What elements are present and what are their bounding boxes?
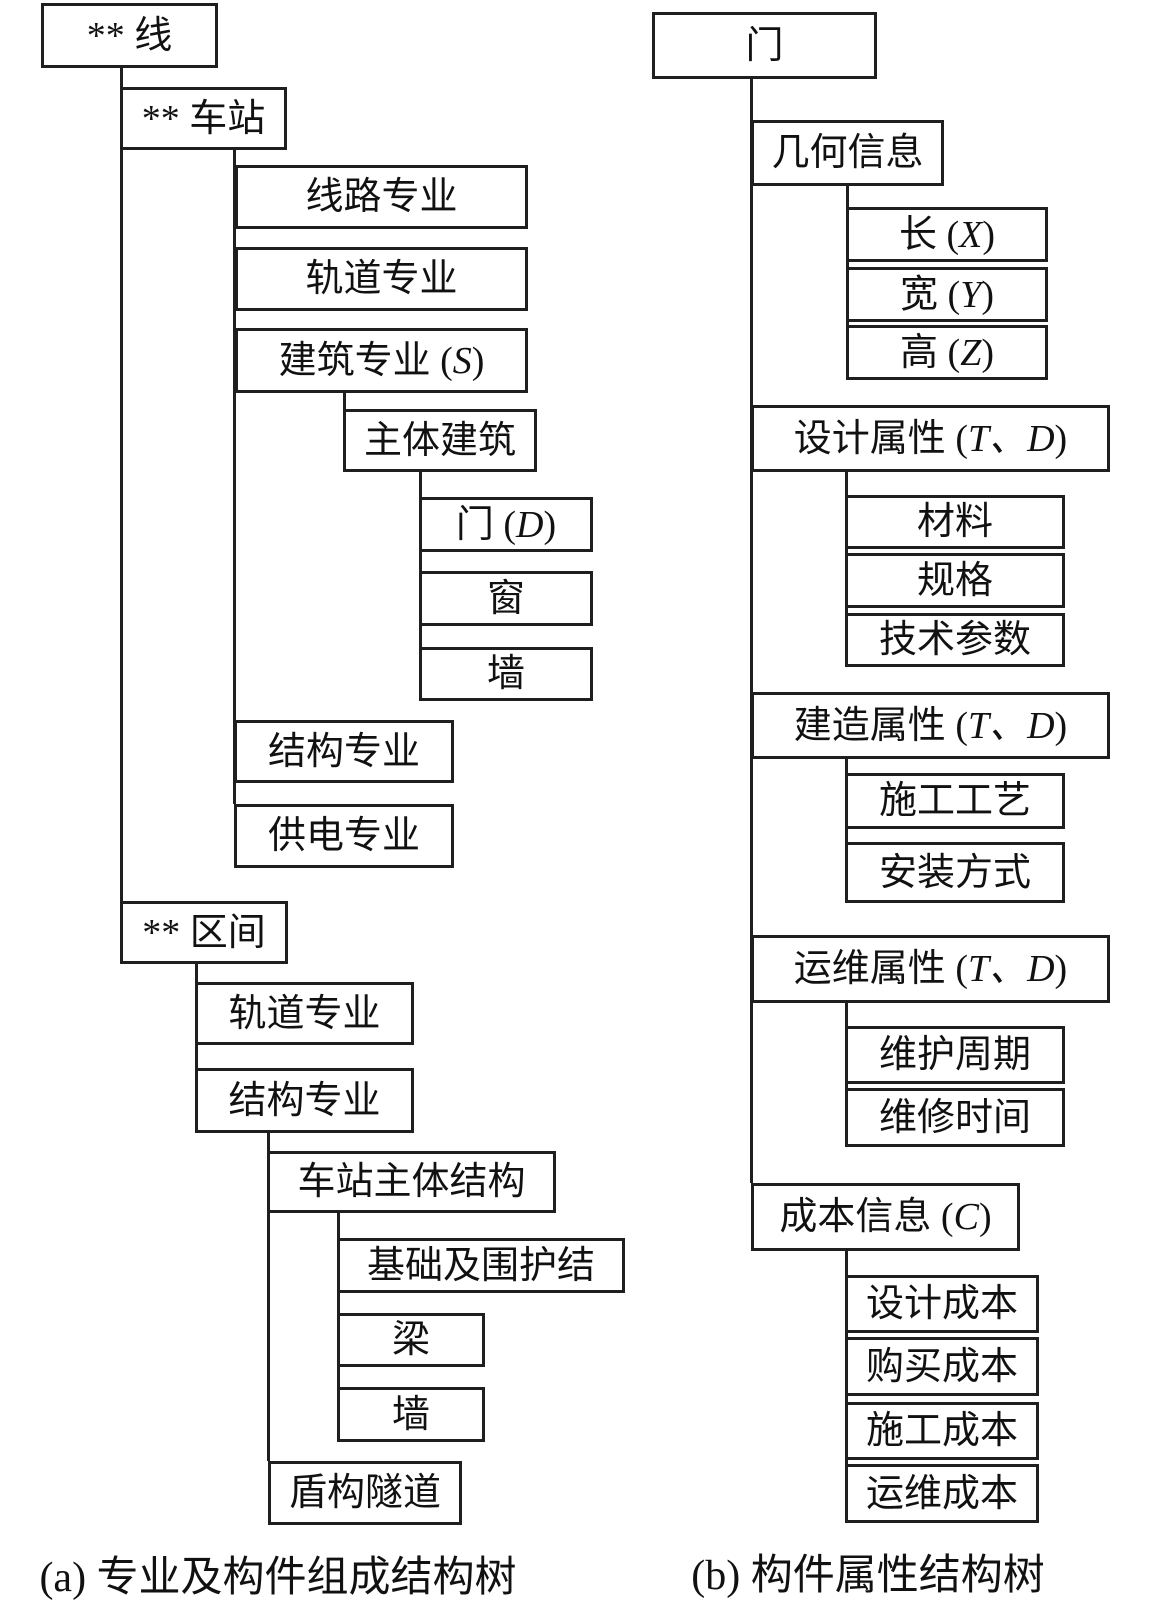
node-a-station: ** 车站 <box>120 87 287 150</box>
node-label: 维护周期 <box>878 1034 1031 1076</box>
node-b-om-cost: 运维成本 <box>845 1464 1039 1523</box>
node-a-beam: 梁 <box>337 1313 485 1367</box>
node-label: 建筑专业 <box>278 339 431 382</box>
tree-connector-line <box>233 150 236 804</box>
node-a-arch-spec: 建筑专业 (S) <box>235 328 528 393</box>
node-label: 运维属性 <box>793 948 946 990</box>
node-a-line-spec: 线路专业 <box>235 165 528 229</box>
node-label: 门 <box>455 503 494 546</box>
node-label: 施工工艺 <box>878 780 1031 822</box>
node-label: 轨道专业 <box>228 992 381 1035</box>
node-b-design-cost: 设计成本 <box>845 1275 1039 1333</box>
tree-connector-line <box>267 1133 270 1461</box>
node-label: 主体建筑 <box>363 419 516 462</box>
node-label: ** 区间 <box>142 911 266 954</box>
node-a-struct-spec: 结构专业 <box>234 720 454 783</box>
tree-connector-line <box>337 1213 340 1387</box>
node-label: ** 车站 <box>141 97 266 140</box>
tree-connector-line <box>120 68 123 901</box>
node-a-wall-2: 墙 <box>337 1387 485 1442</box>
node-label: 宽 <box>900 273 939 316</box>
node-variable: C <box>953 1196 979 1238</box>
node-label: 窗 <box>486 577 525 620</box>
node-label: 轨道专业 <box>305 258 458 300</box>
node-b-door: 门 <box>652 12 877 79</box>
node-label: 门 <box>745 24 784 67</box>
node-label: 材料 <box>916 501 993 543</box>
node-label: 梁 <box>391 1319 430 1361</box>
node-b-design-attr: 设计属性 (T、D) <box>751 405 1110 472</box>
node-label: 施工成本 <box>865 1410 1018 1452</box>
node-variable: X <box>959 213 983 256</box>
node-label: 购买成本 <box>865 1345 1018 1388</box>
node-a-line: ** 线 <box>41 3 218 68</box>
node-variable: S <box>452 339 472 382</box>
node-a-window: 窗 <box>419 571 593 626</box>
node-b-install-method: 安装方式 <box>845 842 1065 903</box>
node-a-section: ** 区间 <box>120 901 288 964</box>
node-variable: T、D <box>967 948 1055 990</box>
node-variable: Y <box>960 273 982 316</box>
tree-connector-line <box>343 393 346 409</box>
node-label: 供电专业 <box>267 815 420 857</box>
node-b-construction-cost: 施工成本 <box>845 1402 1039 1460</box>
tree-connector-line <box>750 79 753 1183</box>
node-label: 基础及围护结 <box>366 1244 595 1287</box>
node-a-foundation-enclosure: 基础及围护结 <box>337 1238 625 1293</box>
node-label: 高 <box>900 331 939 374</box>
node-variable: Z <box>960 331 982 374</box>
node-b-width: 宽 (Y) <box>846 267 1048 322</box>
node-b-cost-info: 成本信息 (C) <box>751 1183 1020 1251</box>
node-label: 设计属性 <box>793 417 946 460</box>
node-b-spec: 规格 <box>845 553 1065 608</box>
node-b-height: 高 (Z) <box>846 325 1048 380</box>
node-a-power-spec: 供电专业 <box>234 804 454 868</box>
node-a-track-spec-2: 轨道专业 <box>195 982 414 1045</box>
node-b-construction-craft: 施工工艺 <box>845 773 1065 829</box>
node-label: 结构专业 <box>228 1079 381 1122</box>
node-label: 设计成本 <box>865 1283 1018 1325</box>
node-b-tech-params: 技术参数 <box>845 613 1065 667</box>
node-label: 长 <box>898 213 937 256</box>
node-label: 车站主体结构 <box>297 1161 526 1203</box>
node-a-main-building: 主体建筑 <box>343 409 537 472</box>
caption-tree-a: (a) 专业及构件组成结构树 <box>39 1555 517 1600</box>
node-variable: T、D <box>967 417 1055 460</box>
node-b-material: 材料 <box>845 495 1065 549</box>
node-label: 盾构隧道 <box>288 1472 441 1514</box>
tree-connector-line <box>419 472 422 647</box>
node-label: 安装方式 <box>878 851 1031 894</box>
caption-tree-b: (b) 构件属性结构树 <box>691 1553 1045 1599</box>
node-a-wall: 墙 <box>419 647 593 701</box>
node-label: 维修时间 <box>878 1096 1031 1139</box>
node-b-build-attr: 建造属性 (T、D) <box>751 692 1110 759</box>
node-a-struct-spec-2: 结构专业 <box>195 1068 414 1133</box>
node-b-repair-time: 维修时间 <box>845 1088 1065 1147</box>
node-variable: T、D <box>967 704 1055 747</box>
node-label: 规格 <box>916 559 993 602</box>
node-b-geometry-info: 几何信息 <box>751 120 944 186</box>
node-label: ** 线 <box>86 14 173 57</box>
node-label: 墙 <box>486 653 525 695</box>
node-label: 几何信息 <box>771 132 924 174</box>
node-b-om-attr: 运维属性 (T、D) <box>751 935 1110 1003</box>
node-a-station-main-structure: 车站主体结构 <box>267 1151 556 1213</box>
node-b-maintain-cycle: 维护周期 <box>845 1026 1065 1084</box>
node-label: 成本信息 <box>779 1196 932 1238</box>
node-label: 运维成本 <box>865 1472 1018 1515</box>
node-variable: D <box>516 503 544 546</box>
node-label: 线路专业 <box>305 176 458 218</box>
node-label: 建造属性 <box>793 704 946 747</box>
node-a-door: 门 (D) <box>419 497 593 552</box>
node-a-shield-tunnel: 盾构隧道 <box>268 1461 462 1525</box>
node-a-track-spec: 轨道专业 <box>235 247 528 311</box>
node-label: 结构专业 <box>267 730 420 773</box>
node-label: 墙 <box>391 1393 430 1436</box>
node-b-purchase-cost: 购买成本 <box>845 1337 1039 1396</box>
node-b-length: 长 (X) <box>846 207 1048 262</box>
node-label: 技术参数 <box>878 619 1031 661</box>
